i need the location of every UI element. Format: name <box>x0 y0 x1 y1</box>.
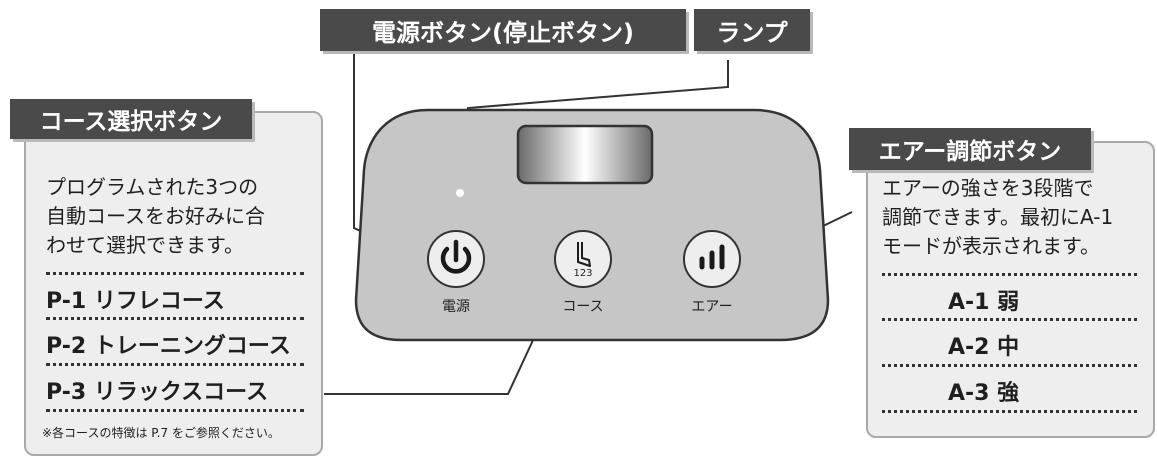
air-level-a1: A-1 弱 <box>948 290 1020 315</box>
course-button-caption: コース <box>562 299 604 315</box>
air-level-a3: A-3 強 <box>948 381 1020 406</box>
program-p1: P-1 リフレコース <box>46 289 225 314</box>
power-button-label: 電源ボタン(停止ボタン) <box>320 9 686 51</box>
power-button-caption: 電源 <box>442 299 470 315</box>
course-button[interactable]: 123 <box>554 230 612 288</box>
foot-icon <box>577 242 591 267</box>
divider <box>882 410 1137 413</box>
air-adjust-label: エアー調節ボタン <box>849 128 1091 170</box>
air-level-bars-icon <box>699 244 725 270</box>
divider <box>46 363 304 366</box>
divider <box>882 273 1137 276</box>
program-p2: P-2 トレーニングコース <box>46 334 291 359</box>
power-button[interactable] <box>427 230 485 288</box>
divider <box>46 409 304 412</box>
divider <box>46 317 304 320</box>
divider <box>46 272 304 275</box>
course-select-label: コース選択ボタン <box>10 99 252 139</box>
air-info-panel <box>866 141 1155 438</box>
air-level-a2: A-2 中 <box>948 335 1020 360</box>
power-icon <box>440 239 472 274</box>
course-description-line-1: プログラムされた3つの <box>46 175 259 199</box>
lamp-label: ランプ <box>694 9 810 51</box>
air-button-caption: エアー <box>691 299 733 315</box>
indicator-lamp <box>456 189 464 197</box>
divider <box>882 364 1137 367</box>
course-icon-number: 123 <box>573 268 593 279</box>
air-description-line-3: モードが表示されます。 <box>882 234 1100 258</box>
display-screen <box>516 124 654 185</box>
course-note: ※各コースの特徴は P.7 をご参照ください。 <box>42 426 280 440</box>
divider <box>882 318 1137 321</box>
air-description-line-2: 調節できます。最初にA-1 <box>882 205 1114 229</box>
course-description-line-3: わせて選択できます。 <box>46 233 244 257</box>
air-description-line-1: エアーの強さを3段階で <box>882 176 1094 200</box>
course-info-panel <box>24 111 323 456</box>
course-description-line-2: 自動コースをお好みに合 <box>46 204 265 228</box>
program-p3: P-3 リラックスコース <box>46 380 269 405</box>
air-button[interactable] <box>683 230 741 288</box>
